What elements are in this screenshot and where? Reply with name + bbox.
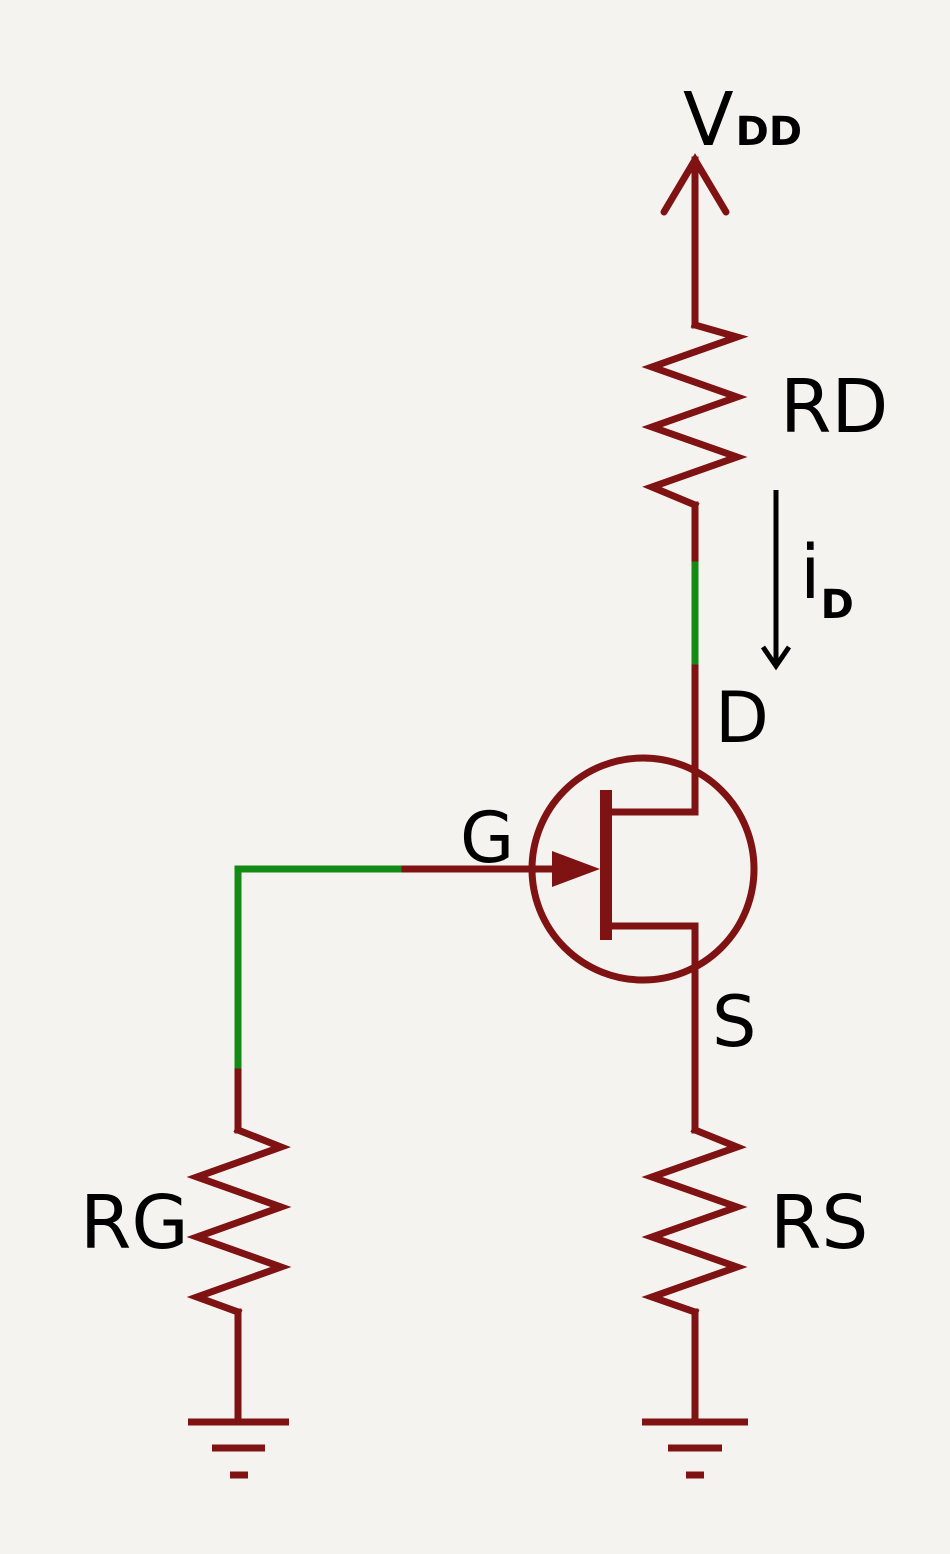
gate-arrow-icon: [552, 851, 600, 887]
rg-resistor: [186, 1125, 292, 1317]
vdd-supply-symbol: [660, 153, 730, 329]
current-label-main: i: [800, 530, 821, 616]
rd-resistor: [641, 320, 749, 510]
vdd-label-main: V: [683, 77, 734, 163]
rg-label: RG: [80, 1180, 189, 1266]
current-label-sub: D: [821, 582, 854, 628]
jfet-symbol: [528, 754, 758, 1134]
drain-current-arrow: [760, 490, 792, 671]
ground-symbol-left: [188, 1308, 289, 1479]
vdd-label: VDD: [683, 77, 802, 163]
drain-current-label: iD: [800, 530, 854, 628]
rd-label: RD: [780, 364, 888, 450]
rs-label: RS: [770, 1180, 868, 1266]
pin-label-source: S: [712, 981, 756, 1063]
pin-label-drain: D: [715, 677, 769, 759]
rs-resistor: [641, 1125, 748, 1317]
gate-net-wire: [234, 865, 402, 1076]
pin-label-gate: G: [460, 797, 514, 879]
vdd-label-sub: DD: [736, 109, 802, 155]
ground-symbol-right: [642, 1308, 748, 1479]
